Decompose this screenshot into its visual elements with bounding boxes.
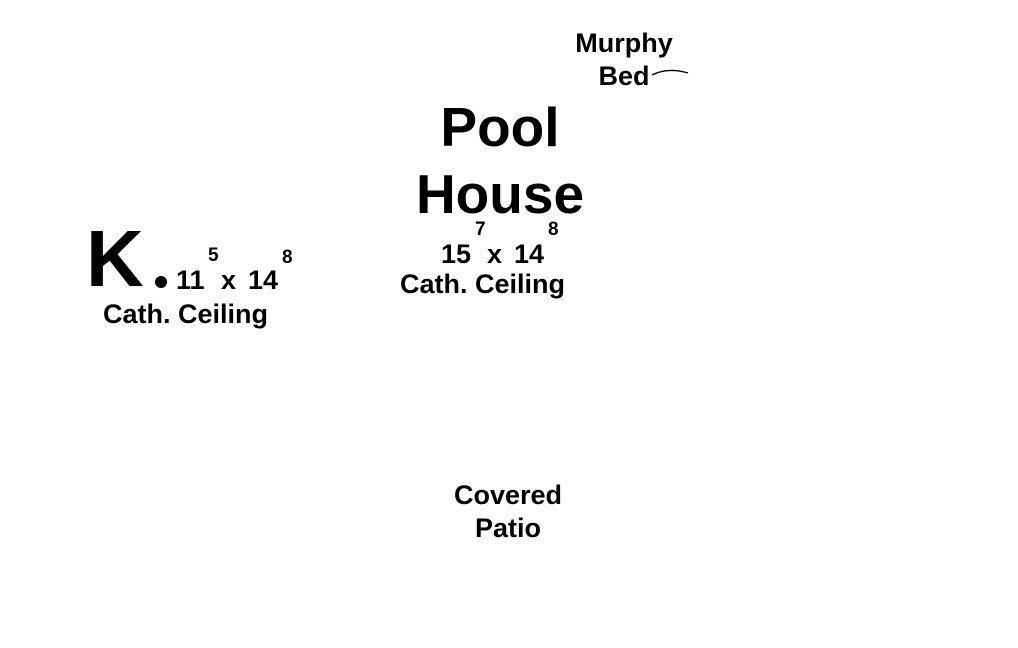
covered-patio-label-line2: Patio	[474, 513, 541, 543]
kitchen-depth-inches: 8	[282, 247, 293, 268]
murphy-bed-swing-arc	[651, 69, 689, 76]
kitchen-label: K	[86, 214, 144, 303]
kitchen-width-feet: 11	[176, 265, 205, 295]
kitchen-dimension-separator: x	[221, 265, 237, 295]
murphy-bed-label-line2: Bed	[598, 61, 650, 91]
pool-house-width-inches: 7	[475, 219, 486, 240]
kitchen-depth-feet: 14	[248, 265, 279, 295]
pool-house-ceiling-note: Cath. Ceiling	[400, 269, 566, 299]
kitchen-label-dot	[155, 276, 167, 288]
pool-house-depth-feet: 14	[514, 239, 545, 269]
pool-house-title-line1: Pool	[440, 96, 560, 158]
covered-patio-label-line1: Covered	[453, 480, 563, 510]
murphy-bed-label-line1: Murphy	[575, 28, 673, 58]
kitchen-width-inches: 5	[208, 245, 219, 266]
pool-house-dimension-separator: x	[487, 239, 503, 269]
pool-house-title-line2: House	[415, 163, 585, 225]
pool-house-depth-inches: 8	[548, 219, 559, 240]
pool-house-width-feet: 15	[441, 239, 472, 269]
kitchen-ceiling-note: Cath. Ceiling	[103, 299, 269, 329]
